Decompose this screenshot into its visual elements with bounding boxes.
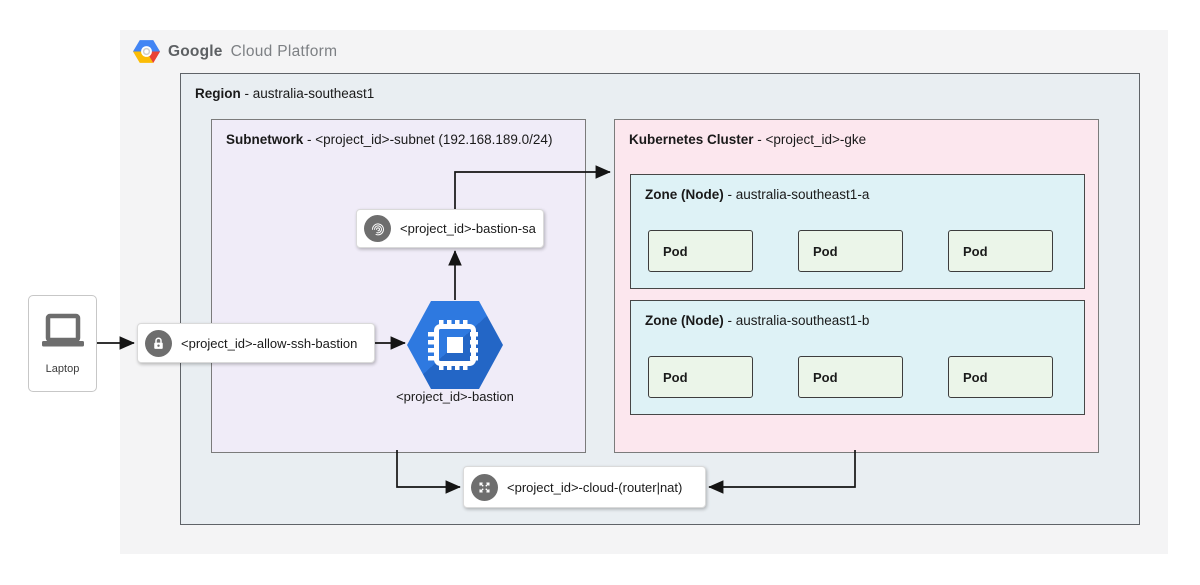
region-detail: - australia-southeast1 — [240, 86, 375, 101]
laptop-icon — [41, 313, 84, 347]
lock-icon — [145, 329, 172, 357]
pod-label: Pod — [813, 369, 838, 385]
firewall-rule-label: <project_id>-allow-ssh-bastion — [181, 335, 358, 351]
laptop-label: Laptop — [45, 363, 80, 375]
subnetwork-name: Subnetwork — [226, 132, 304, 147]
kubernetes-cluster-label: Kubernetes Cluster - <project_id>-gke — [629, 132, 866, 147]
firewall-rule-node: <project_id>-allow-ssh-bastion — [137, 323, 375, 363]
service-account-label: <project_id>-bastion-sa — [400, 221, 536, 236]
zone-b-name: Zone (Node) — [645, 313, 724, 328]
region-label: Region - australia-southeast1 — [195, 86, 374, 101]
pod: Pod — [798, 356, 903, 398]
cloud-router-nat-node: <project_id>-cloud-(router|nat) — [463, 466, 706, 508]
subnetwork-detail: - <project_id>-subnet (192.168.189.0/24) — [303, 132, 553, 147]
gcp-logo: Google Cloud Platform — [133, 40, 337, 63]
compute-engine-icon — [407, 301, 503, 389]
pod-label: Pod — [663, 369, 688, 385]
zone-a-detail: - australia-southeast1-a — [723, 187, 870, 202]
logo-text-google: Google — [168, 42, 223, 60]
kubernetes-cluster-box: Kubernetes Cluster - <project_id>-gke Zo… — [614, 119, 1099, 453]
logo-text-cloud-platform: Cloud Platform — [230, 42, 338, 60]
zone-node-b-box: Zone (Node) - australia-southeast1-b Pod… — [630, 300, 1085, 415]
pod-label: Pod — [963, 243, 988, 259]
region-name: Region — [195, 86, 241, 101]
cluster-detail: - <project_id>-gke — [753, 132, 867, 147]
gcp-logo-icon — [133, 40, 160, 63]
bastion-label: <project_id>-bastion — [396, 389, 514, 404]
pod: Pod — [648, 230, 753, 272]
laptop-node: Laptop — [28, 295, 97, 392]
pod: Pod — [948, 230, 1053, 272]
cloud-router-nat-label: <project_id>-cloud-(router|nat) — [507, 479, 683, 495]
pod: Pod — [648, 356, 753, 398]
pod-label: Pod — [813, 243, 838, 259]
zone-b-detail: - australia-southeast1-b — [723, 313, 870, 328]
bastion-node — [407, 301, 503, 394]
pod: Pod — [798, 230, 903, 272]
expand-arrows-icon — [471, 473, 498, 501]
pod: Pod — [948, 356, 1053, 398]
pod-label: Pod — [663, 243, 688, 259]
service-account-node: <project_id>-bastion-sa — [356, 209, 544, 248]
zone-a-label: Zone (Node) - australia-southeast1-a — [645, 187, 869, 202]
region-box: Region - australia-southeast1 Subnetwork… — [180, 73, 1140, 525]
subnetwork-label: Subnetwork - <project_id>-subnet (192.16… — [226, 132, 552, 147]
zone-b-label: Zone (Node) - australia-southeast1-b — [645, 313, 869, 328]
fingerprint-icon — [364, 215, 391, 242]
cluster-name: Kubernetes Cluster — [629, 132, 754, 147]
zone-node-a-box: Zone (Node) - australia-southeast1-a Pod… — [630, 174, 1085, 289]
pod-label: Pod — [963, 369, 988, 385]
zone-a-name: Zone (Node) — [645, 187, 724, 202]
